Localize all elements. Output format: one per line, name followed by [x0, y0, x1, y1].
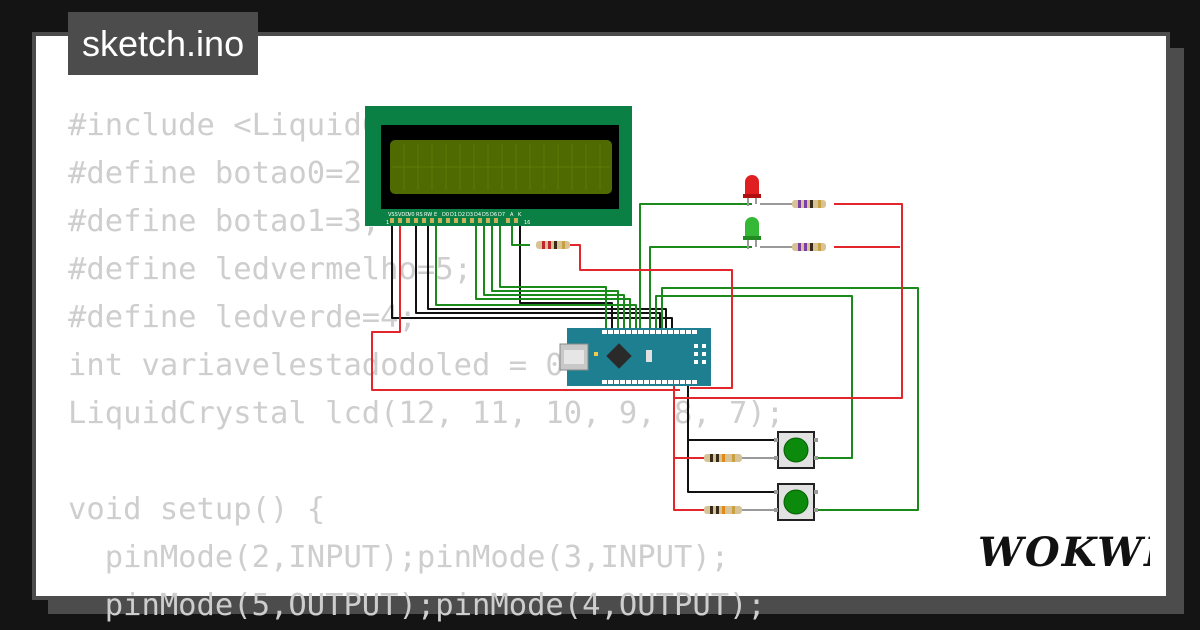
- lcd-pin-label: A: [510, 212, 514, 218]
- led-green-icon[interactable]: [743, 217, 761, 249]
- code-line: void setup() {: [68, 492, 326, 527]
- status-led-icon: [594, 352, 598, 356]
- lcd-pin-label: D6: [490, 212, 497, 218]
- resistor-icon[interactable]: [792, 200, 826, 208]
- lcd-pin-label: D4: [474, 212, 481, 218]
- code-line: pinMode(5,OUTPUT);pinMode(4,OUTPUT);: [68, 588, 766, 623]
- lcd-pin-number-first: 1: [386, 220, 389, 226]
- code-line: int variavelestadodoled = 0;: [68, 348, 583, 383]
- green-wires: [435, 203, 919, 511]
- lcd-display[interactable]: VSS VDD V0 RS RW E D0 D1 D2 D3 D4 D5 D6 …: [365, 106, 632, 226]
- resistor-icon[interactable]: [536, 241, 570, 249]
- wire: [475, 218, 631, 330]
- wire: [499, 218, 607, 330]
- code-line: pinMode(2,INPUT);pinMode(3,INPUT);: [68, 540, 730, 575]
- wire: [511, 218, 530, 246]
- wire: [661, 287, 919, 511]
- lcd-pin-label: D1: [450, 212, 457, 218]
- wire: [491, 218, 619, 330]
- code-line: LiquidCrystal lcd(12, 11, 10, 9, 8, 7);: [68, 396, 785, 431]
- lcd-pin-label: RW: [424, 212, 432, 218]
- lcd-character-grid: [392, 144, 610, 190]
- red-wires: [371, 203, 903, 511]
- lcd-pin-label: RS: [416, 212, 423, 218]
- usb-port-icon: [559, 343, 589, 371]
- resistor-icon[interactable]: [704, 454, 742, 462]
- wire: [371, 218, 680, 391]
- wire: [415, 218, 661, 330]
- lcd-pin-label: VSS: [388, 212, 398, 218]
- lcd-pin-label: D3: [466, 212, 473, 218]
- code-line: #define botao1=3;: [68, 204, 381, 239]
- wire: [483, 218, 625, 330]
- arduino-nano[interactable]: [559, 328, 711, 386]
- lcd-pin-label: K: [518, 212, 522, 218]
- wire: [519, 218, 613, 330]
- wire: [639, 203, 752, 330]
- push-button-icon[interactable]: [774, 483, 818, 521]
- wire: [570, 244, 733, 389]
- wire: [391, 218, 673, 330]
- wire: [427, 218, 667, 330]
- code-line: #define ledverde=4;: [68, 300, 417, 335]
- wokwi-logo: WOKWI: [978, 529, 1150, 576]
- wire: [655, 295, 853, 459]
- wire: [649, 246, 752, 330]
- lcd-pin-header: [390, 218, 518, 223]
- arduino-bottom-pins: [602, 380, 697, 384]
- code-line: #define botao0=2;: [68, 156, 381, 191]
- wire: [673, 458, 704, 511]
- lcd-pin-label: D2: [458, 212, 465, 218]
- file-name-tab[interactable]: sketch.ino: [68, 12, 259, 75]
- resistor-icon[interactable]: [792, 243, 826, 251]
- wire: [687, 440, 778, 493]
- reset-button-icon: [646, 350, 652, 362]
- icsp-header: [694, 344, 706, 364]
- lcd-pin-labels: VSS VDD V0 RS RW E D0 D1 D2 D3 D4 D5 D6 …: [386, 212, 530, 226]
- lcd-pin-number-last: 16: [524, 220, 530, 226]
- lcd-pin-label: D7: [498, 212, 505, 218]
- wokwi-logo-text: WOKWI: [978, 529, 1150, 576]
- wire: [673, 203, 903, 399]
- lcd-pin-label: VDD: [398, 212, 409, 218]
- grey-leads: [742, 203, 792, 511]
- resistor-icon[interactable]: [704, 506, 742, 514]
- arduino-board: [567, 328, 711, 386]
- lcd-pin-label: D0: [442, 212, 449, 218]
- lcd-pin-label: D5: [482, 212, 489, 218]
- wires: [371, 203, 919, 511]
- wire: [435, 218, 637, 330]
- wire: [687, 384, 778, 441]
- code-line: #define ledvermelho=5;: [68, 252, 472, 287]
- led-red-icon[interactable]: [743, 175, 761, 206]
- black-wires: [391, 218, 778, 493]
- lcd-pin-label: E: [434, 212, 437, 218]
- lcd-pin-label: V0: [408, 212, 415, 218]
- arduino-top-pins: [602, 330, 697, 334]
- push-button-icon[interactable]: [774, 431, 818, 469]
- chip-icon: [606, 343, 632, 369]
